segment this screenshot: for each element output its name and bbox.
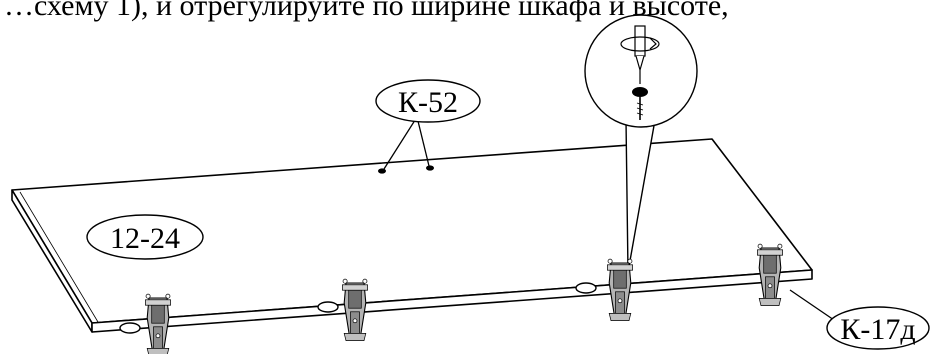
label-screw: К-52: [375, 79, 481, 123]
pilot-holes: [378, 165, 434, 174]
label-screw-text: К-52: [398, 86, 458, 119]
label-hinge-text: К-17д: [840, 313, 915, 346]
screw-icon: [632, 87, 648, 120]
hinge-1: [144, 293, 172, 354]
detail-callout: [584, 14, 698, 273]
label-hinge: К-17д: [826, 306, 930, 350]
label-door-text: 12-24: [110, 222, 180, 255]
leader-lines: [383, 116, 835, 321]
hinge-3: [606, 258, 634, 322]
hinge-2: [341, 278, 369, 342]
instruction-caption: …схему 1), и отрегулируйте по ширине шка…: [4, 0, 729, 22]
screwdriver-icon: [620, 25, 660, 84]
hinge-cup-holes: [119, 282, 597, 334]
hinge-4: [756, 243, 784, 307]
label-door: 12-24: [86, 214, 204, 260]
